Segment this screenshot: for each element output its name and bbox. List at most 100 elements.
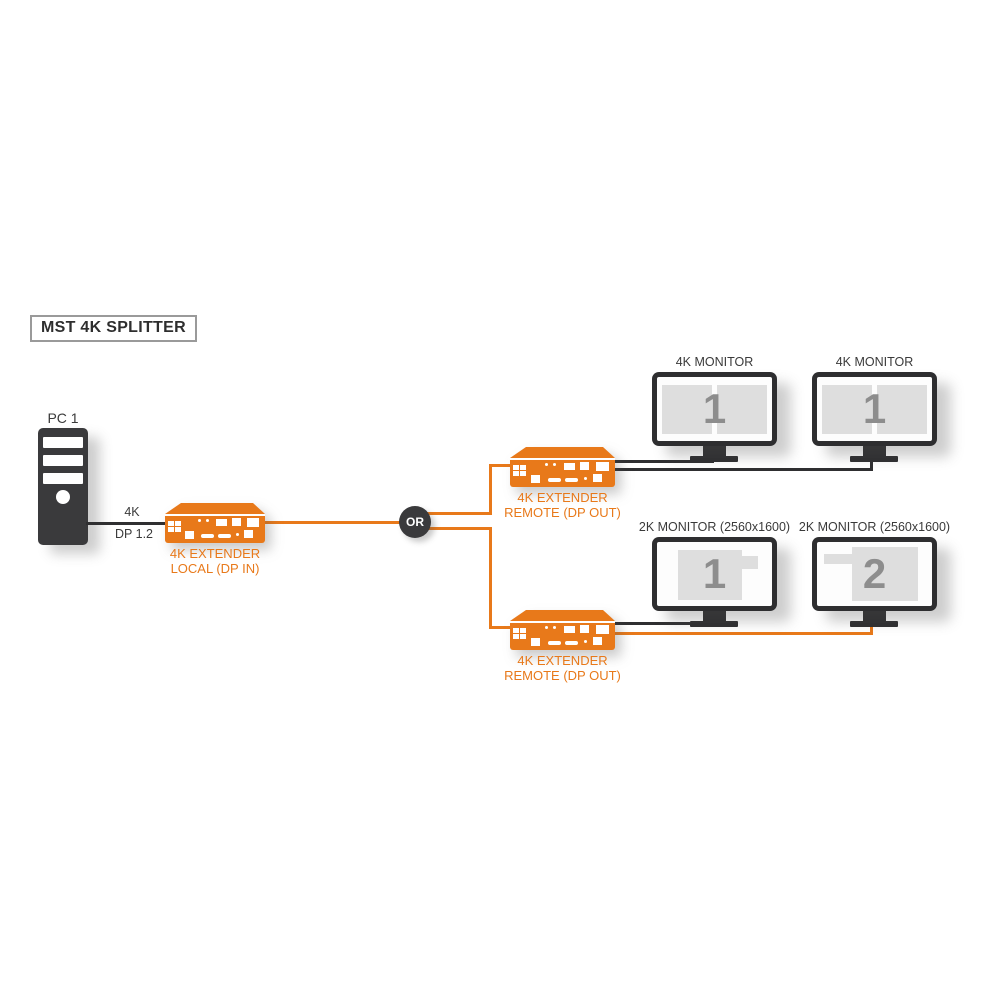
monitor-stand-neck [863, 610, 886, 623]
monitor-frame: 2 [812, 537, 937, 611]
monitor-number: 2 [862, 550, 887, 597]
led-dot [553, 626, 556, 629]
extender-remote-top: 4K EXTENDER REMOTE (DP OUT) [504, 447, 621, 520]
screen-panel [823, 553, 859, 564]
diagram-title: MST 4K SPLITTER [30, 315, 197, 342]
cable-label-dp12: DP 1.2 [115, 527, 153, 541]
monitor-stand-base [850, 621, 898, 627]
monitor-screen: 2 [817, 542, 932, 606]
monitor-stand-base [690, 456, 738, 462]
monitor-screen: 1 [817, 377, 932, 441]
extender-label-line2: REMOTE (DP OUT) [504, 505, 621, 521]
screen-panel [851, 547, 919, 601]
pc-power-button-icon [56, 490, 70, 504]
extender-front-face [510, 458, 615, 487]
extender-label-line1: 4K EXTENDER [517, 653, 608, 668]
extender-device-icon [510, 610, 615, 650]
port-shape [596, 462, 609, 471]
extender-label-line1: 4K EXTENDER [517, 490, 608, 505]
pc-tower-icon [38, 428, 88, 545]
monitor-stand-neck [703, 610, 726, 623]
port-shape [520, 634, 526, 639]
cable-remote-top-to-monitor1 [615, 460, 714, 463]
hdmi-port-shape [548, 641, 561, 645]
cable-or-lower [424, 527, 492, 530]
cable-remote-bottom-to-monitor2-riser [870, 620, 873, 635]
extender-local: 4K EXTENDER LOCAL (DP IN) [165, 503, 265, 576]
monitor-frame: 1 [652, 537, 777, 611]
port-shape [168, 521, 174, 526]
extender-device-icon [165, 503, 265, 543]
cable-to-remote-bottom [489, 626, 513, 629]
port-shape [593, 637, 602, 645]
port-shape [596, 625, 609, 634]
led-dot [198, 519, 201, 522]
extender-local-label: 4K EXTENDER LOCAL (DP IN) [135, 546, 295, 576]
monitor-frame: 1 [812, 372, 937, 446]
port-shape [580, 462, 589, 470]
monitor-stand-neck [703, 445, 726, 458]
pc-drive-bay [43, 473, 83, 484]
hdmi-port-shape [565, 478, 578, 482]
port-shape [531, 475, 540, 483]
screen-panel [726, 556, 759, 569]
extender-remote-bottom-label: 4K EXTENDER REMOTE (DP OUT) [483, 653, 643, 683]
port-shape [564, 463, 575, 470]
port-shape [513, 471, 519, 476]
port-shape [168, 527, 174, 532]
port-shape [232, 518, 241, 526]
extender-top-face [165, 503, 265, 514]
monitor-stand-base [690, 621, 738, 627]
extender-front-face [165, 514, 265, 543]
monitor-frame: 1 [652, 372, 777, 446]
cable-remote-bottom-to-monitor1 [615, 622, 715, 625]
led-dot [584, 640, 587, 643]
extender-top-face [510, 610, 615, 621]
cable-remote-top-to-monitor2 [615, 468, 873, 471]
monitor-label: 4K MONITOR [675, 355, 754, 369]
port-shape [513, 634, 519, 639]
screen-panel [661, 385, 713, 434]
cable-remote-bottom-to-monitor2 [615, 632, 873, 635]
monitor-stand-neck [863, 445, 886, 458]
cable-label-4k: 4K [124, 505, 140, 519]
port-shape [185, 531, 194, 539]
extender-label-line2: LOCAL (DP IN) [170, 561, 260, 577]
or-node: OR [399, 506, 431, 538]
monitor-label: 2K MONITOR (2560x1600) [638, 520, 791, 534]
port-shape [244, 530, 253, 538]
port-shape [520, 465, 526, 470]
extender-front-face [510, 621, 615, 650]
screen-panel [876, 385, 928, 434]
extender-top-face [510, 447, 615, 458]
monitor-screen: 1 [657, 377, 772, 441]
led-dot [236, 533, 239, 536]
port-shape [513, 628, 519, 633]
monitor-label: 2K MONITOR (2560x1600) [798, 520, 951, 534]
monitor-screen: 1 [657, 542, 772, 606]
extender-label-line2: REMOTE (DP OUT) [504, 668, 621, 684]
monitor-number: 1 [862, 385, 887, 432]
led-dot [206, 519, 209, 522]
monitor-stand-base [850, 456, 898, 462]
screen-panel [821, 385, 873, 434]
pc-drive-bay [43, 437, 83, 448]
port-shape [175, 527, 181, 532]
led-dot [545, 626, 548, 629]
hdmi-port-shape [218, 534, 231, 538]
extender-remote-bottom: 4K EXTENDER REMOTE (DP OUT) [504, 610, 621, 683]
monitor-label: 4K MONITOR [835, 355, 914, 369]
port-shape [520, 628, 526, 633]
extender-remote-top-label: 4K EXTENDER REMOTE (DP OUT) [483, 490, 643, 520]
cable-to-remote-top [489, 464, 513, 467]
hdmi-port-shape [565, 641, 578, 645]
led-dot [584, 477, 587, 480]
port-shape [175, 521, 181, 526]
led-dot [545, 463, 548, 466]
pc-drive-bay [43, 455, 83, 466]
port-shape [593, 474, 602, 482]
extender-label-line1: 4K EXTENDER [169, 546, 261, 561]
cable-remote-top-to-monitor2-riser [870, 456, 873, 471]
cable-branch-down [489, 527, 492, 629]
screen-panel [716, 385, 768, 434]
